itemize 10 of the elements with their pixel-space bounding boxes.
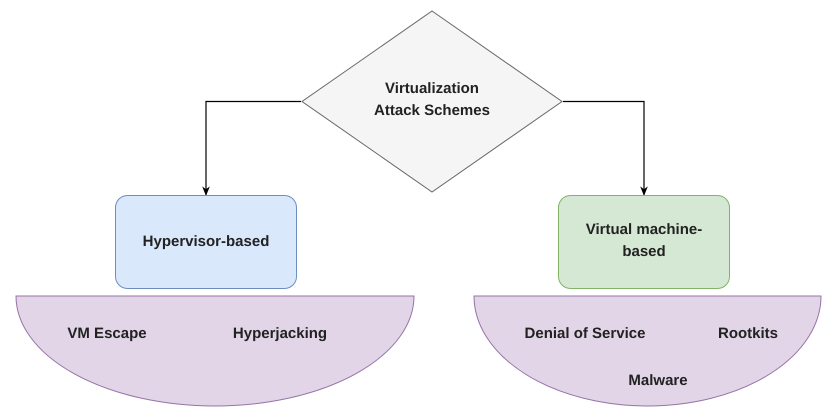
node-label: Virtual machine-based <box>584 220 704 262</box>
node-label: Malware <box>627 371 689 391</box>
arrow <box>202 100 301 196</box>
node-label: Virtualization Attack Schemes <box>373 79 491 121</box>
node-label: Denial of Service <box>524 324 646 344</box>
node-label: Hypervisor-based <box>142 232 270 252</box>
node-label: Hyperjacking <box>232 324 328 344</box>
node-label: VM Escape <box>66 324 148 344</box>
node-label: Rootkits <box>717 324 779 344</box>
arrow <box>563 100 648 196</box>
